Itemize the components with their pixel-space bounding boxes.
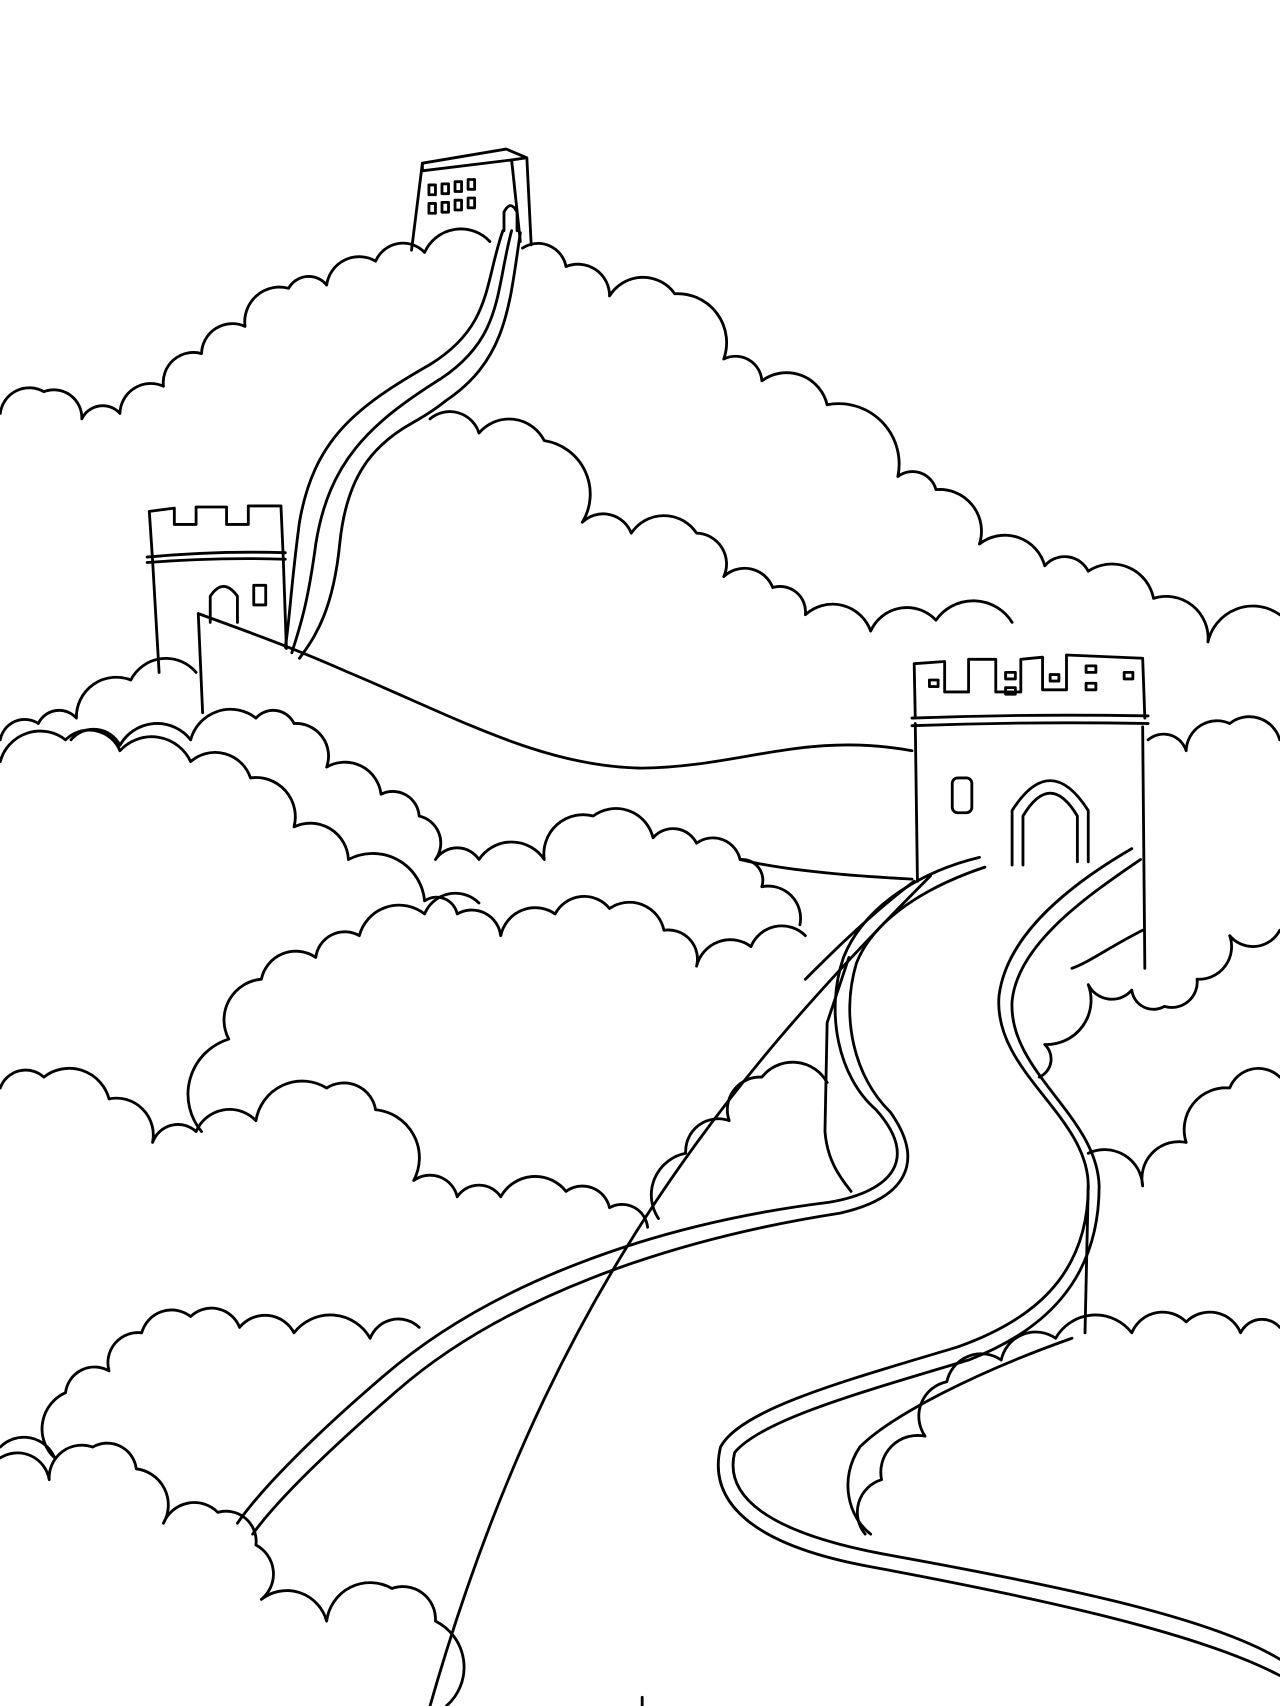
- hill-outline-13: [0, 1306, 421, 1460]
- hill-outline-10: [649, 1060, 829, 1220]
- right-tower-band: [910, 713, 1150, 728]
- top-tower-door: [502, 204, 519, 233]
- upper-wall: [283, 229, 522, 660]
- left-tower-door: [208, 585, 239, 624]
- right-tower-window: [950, 776, 974, 815]
- top-watchtower: [410, 147, 533, 252]
- left-tower-band: [145, 550, 287, 564]
- left-tower-outline: [147, 504, 288, 674]
- middle-wall: [196, 612, 914, 881]
- foreground-wall: [236, 847, 1280, 1706]
- hill-outline-12: [1037, 928, 1280, 1079]
- hill-outline-3: [428, 410, 1014, 633]
- left-watchtower: [145, 504, 288, 674]
- hill-outline-2: [521, 241, 1280, 644]
- hill-outline-9: [0, 1066, 650, 1229]
- hill-outline-1: [0, 227, 492, 421]
- top-tower-outline: [410, 147, 533, 252]
- left-tower-window: [252, 583, 268, 607]
- right-tower-door: [1010, 779, 1090, 867]
- hill-outline-5: [0, 657, 198, 742]
- right-tower-slits: [927, 664, 1135, 696]
- right-tower-outline: [912, 653, 1147, 970]
- top-tower-windows: [427, 178, 477, 215]
- hill-outline-8: [186, 891, 481, 1133]
- hill-outline-11: [1086, 1067, 1280, 1188]
- hill-outline-7: [0, 728, 807, 968]
- hill-outline-6: [69, 707, 802, 927]
- right-watchtower: [910, 653, 1150, 970]
- hill-outline-4: [1146, 715, 1280, 753]
